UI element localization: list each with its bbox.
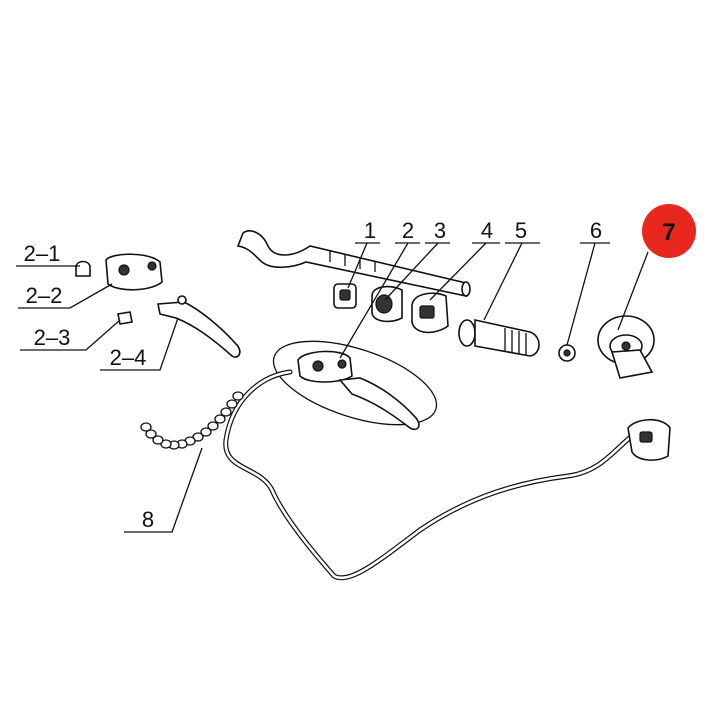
callout-2-1: 2–1	[24, 241, 61, 266]
brake-caliper	[627, 418, 671, 461]
bolt-part	[558, 344, 576, 362]
callout-3: 3	[434, 218, 446, 243]
callout-1: 1	[364, 218, 376, 243]
callout-2-4: 2–4	[110, 345, 147, 370]
callout-2-2: 2–2	[26, 283, 63, 308]
callout-7: 7	[662, 219, 675, 246]
grip-part	[458, 319, 540, 357]
part-2-2-shape	[105, 253, 163, 291]
callout-4: 4	[481, 218, 493, 243]
brake-hose	[223, 369, 635, 581]
callout-6: 6	[590, 218, 602, 243]
callout-2: 2	[402, 218, 414, 243]
spiral-wrap-part	[140, 391, 244, 450]
leader-lines	[16, 242, 649, 533]
callout-5: 5	[515, 218, 527, 243]
throttle-housing-part	[371, 285, 403, 323]
lever-assembly-exploded	[75, 253, 241, 358]
throttle-disc-part	[597, 315, 655, 379]
highlight-marker	[642, 204, 696, 258]
part-2-3-shape	[117, 311, 133, 325]
switch-block-part	[411, 292, 449, 334]
brake-lever-assembly	[272, 340, 438, 431]
part-2-1-shape	[75, 260, 91, 277]
part-2-4-shape	[157, 301, 241, 358]
handlebar	[236, 230, 471, 297]
switch-clamp-part	[333, 283, 357, 309]
callout-2-3: 2–3	[34, 325, 71, 350]
callout-8: 8	[142, 507, 154, 532]
